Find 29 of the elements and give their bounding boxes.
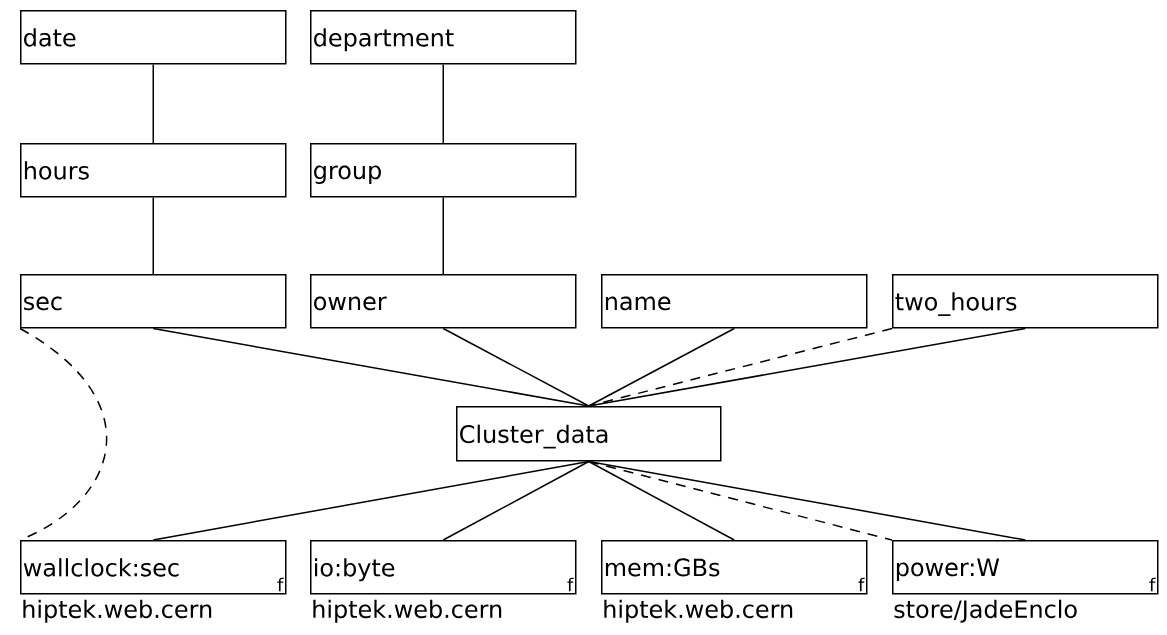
connector-line: [442, 63, 444, 144]
connector-line: [588, 327, 735, 407]
field-box: group: [310, 143, 577, 198]
connector-line: [152, 63, 154, 144]
host-label: hiptek.web.cern: [604, 599, 793, 623]
host-label: store/JadeEnclo: [894, 599, 1077, 623]
field-box: owner: [310, 274, 577, 329]
corner-mark: f: [567, 577, 574, 592]
field-box: department: [310, 10, 577, 65]
connector-line: [588, 460, 893, 541]
corner-mark: f: [1149, 577, 1156, 592]
corner-mark: f: [277, 577, 284, 592]
field-box: hours: [20, 143, 287, 198]
connector-line: [442, 327, 590, 407]
connector-line: [588, 460, 735, 541]
host-label: hiptek.web.cern: [313, 599, 502, 623]
connector-line: [442, 196, 444, 275]
data-box: Cluster_data: [456, 406, 722, 462]
field-box: date: [20, 10, 287, 65]
field-box: sec: [20, 274, 287, 329]
host-label: hiptek.web.cern: [23, 599, 212, 623]
connector-line: [588, 327, 893, 407]
field-box: name: [601, 274, 868, 329]
connector-line: [152, 460, 590, 541]
connector-line: [152, 327, 590, 407]
connector-line: [442, 460, 590, 541]
connector-line: [152, 196, 154, 275]
field-box: two_hours: [892, 274, 1159, 329]
corner-mark: f: [858, 577, 865, 592]
